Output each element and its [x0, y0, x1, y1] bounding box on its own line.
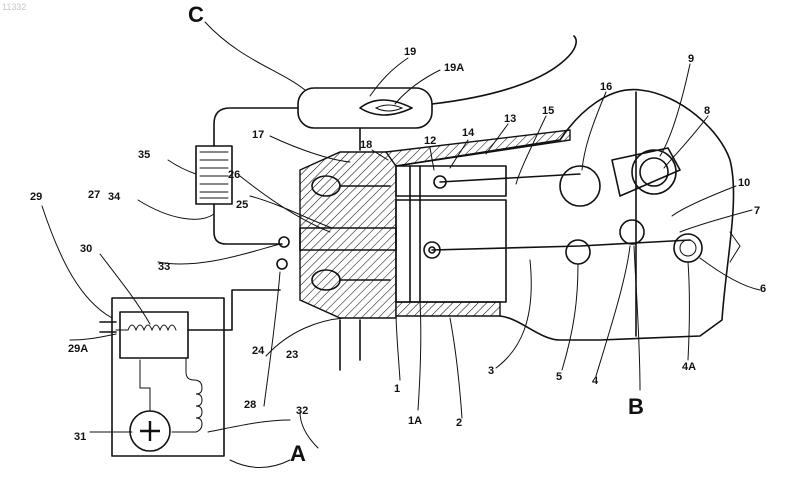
label-27: 27 — [88, 189, 100, 201]
label-29a: 29A — [68, 343, 88, 355]
lever-10 — [612, 148, 680, 196]
heat-exchanger — [120, 312, 188, 358]
label-18: 18 — [360, 139, 372, 151]
label-26: 26 — [228, 169, 240, 181]
label-16: 16 — [600, 81, 612, 93]
valve-33 — [279, 237, 289, 247]
radiator-fins — [200, 152, 228, 198]
label-6: 6 — [760, 283, 766, 295]
label-7: 7 — [754, 205, 760, 217]
label-25: 25 — [236, 199, 248, 211]
label-23: 23 — [286, 349, 298, 361]
flame-icon — [360, 100, 412, 115]
label-19: 19 — [404, 46, 416, 58]
label-34: 34 — [108, 191, 121, 203]
label-33: 33 — [158, 261, 170, 273]
label-29: 29 — [30, 191, 42, 203]
label-section-b: B — [628, 394, 644, 419]
spring-coil — [172, 358, 202, 432]
crank-16 — [560, 166, 600, 206]
pivot-5 — [566, 240, 590, 264]
connecting-rod-upper — [440, 174, 580, 182]
pipe-to-valve-24 — [188, 290, 280, 330]
label-section-a: A — [290, 441, 306, 466]
label-24: 24 — [252, 345, 265, 357]
work-piston — [396, 200, 506, 302]
pivot-4 — [620, 220, 644, 244]
label-section-c: C — [188, 2, 204, 27]
label-12: 12 — [424, 135, 436, 147]
heating-coil — [128, 325, 176, 330]
label-19a: 19A — [444, 62, 464, 74]
label-28: 28 — [244, 399, 256, 411]
label-4a: 4A — [682, 361, 696, 373]
label-31: 31 — [74, 431, 86, 443]
label-13: 13 — [504, 113, 516, 125]
labels: C A B 19 19A 17 18 12 14 13 15 16 9 8 10… — [30, 2, 766, 466]
label-4: 4 — [592, 375, 599, 387]
radiator-body — [196, 146, 232, 204]
label-8: 8 — [704, 105, 710, 117]
flame-core-icon — [376, 105, 402, 111]
label-5: 5 — [556, 371, 562, 383]
label-35: 35 — [138, 149, 150, 161]
label-32: 32 — [296, 405, 308, 417]
gear-6 — [674, 234, 702, 262]
connecting-rod-lower — [432, 240, 690, 250]
motor-wire — [140, 360, 150, 411]
plus-sign-icon — [140, 421, 160, 441]
label-30: 30 — [80, 243, 92, 255]
heater-unit — [100, 290, 280, 456]
label-14: 14 — [462, 127, 475, 139]
cylinder-bottom-wall — [396, 302, 500, 316]
terminal-marks — [100, 322, 116, 332]
label-1: 1 — [394, 383, 400, 395]
valve-24 — [277, 259, 287, 269]
label-10: 10 — [738, 177, 750, 189]
radiator-35 — [196, 146, 232, 204]
intake-pipe — [340, 320, 360, 370]
cylinder-top-wall — [386, 130, 570, 166]
gear-6-inner — [680, 240, 696, 256]
watermark: 11332 — [2, 2, 26, 12]
label-2: 2 — [456, 417, 462, 429]
label-17: 17 — [252, 129, 264, 141]
label-3: 3 — [488, 365, 494, 377]
label-1a: 1A — [408, 415, 422, 427]
label-15: 15 — [542, 105, 554, 117]
label-9: 9 — [688, 53, 694, 65]
cylinder-head — [300, 152, 396, 318]
